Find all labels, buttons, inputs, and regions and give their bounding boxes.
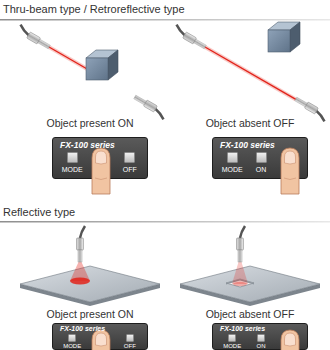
finger-nail — [284, 151, 295, 164]
button-label: OFF — [124, 343, 136, 349]
fiber-head — [237, 226, 246, 262]
section-rule — [0, 221, 330, 223]
fiber-head — [293, 96, 328, 121]
panel-button — [126, 334, 134, 342]
finger-shape — [92, 148, 110, 194]
object-cube — [86, 50, 118, 80]
model-name: FX-100 series — [60, 325, 105, 332]
state-caption: Object absent OFF — [206, 117, 295, 129]
light-spot — [70, 262, 90, 285]
fiber-head — [172, 25, 207, 50]
state-caption: Object absent OFF — [206, 308, 295, 320]
button-label: MODE — [223, 343, 241, 349]
pressing-finger — [89, 146, 113, 202]
light-spot — [232, 262, 248, 286]
section-heading: Reflective type — [3, 206, 75, 219]
model-name: FX-100 series — [220, 325, 265, 332]
fiber-head — [16, 25, 51, 50]
button-label: ON — [257, 343, 266, 349]
button-label: MODE — [62, 166, 83, 173]
button-label: ON — [256, 166, 267, 173]
control-panel: FX-100 seriesMODE OFF — [52, 137, 148, 179]
panel-button — [227, 152, 238, 163]
finger-crease — [284, 178, 296, 180]
state-caption: Object present ON — [47, 117, 134, 129]
model-name: FX-100 series — [60, 141, 115, 150]
fiber-head — [77, 226, 86, 262]
panel-button — [67, 152, 78, 163]
panel-button — [228, 334, 236, 342]
panel-button — [256, 152, 267, 163]
pressing-finger — [278, 146, 302, 202]
finger-nail — [96, 333, 107, 346]
button-label: OFF — [123, 166, 137, 173]
section-rule — [0, 19, 330, 21]
button-label: MODE — [63, 343, 81, 349]
finger-nail — [96, 151, 107, 164]
pressing-finger — [278, 328, 302, 350]
finger-shape — [281, 330, 299, 350]
finger-shape — [92, 330, 110, 350]
object-plate — [20, 266, 160, 306]
control-panel: FX-100 seriesMODE OFF — [52, 323, 148, 350]
light-beam — [205, 47, 296, 99]
panel-button — [68, 334, 76, 342]
control-panel: FX-100 seriesMODE ON — [212, 137, 308, 179]
section-heading: Thru-beam type / Retroreflective type — [3, 3, 185, 16]
button-label: MODE — [222, 166, 243, 173]
fiber-head — [132, 94, 167, 119]
control-panel: FX-100 seriesMODE ON — [212, 323, 308, 350]
finger-shape — [281, 148, 299, 194]
object-plate — [180, 266, 320, 306]
finger-crease — [95, 178, 107, 180]
state-caption: Object present ON — [47, 308, 134, 320]
panel-button — [257, 334, 265, 342]
finger-nail — [284, 333, 295, 346]
light-beam — [49, 47, 88, 70]
model-name: FX-100 series — [220, 141, 275, 150]
panel-button — [124, 152, 135, 163]
object-cube — [268, 22, 300, 52]
